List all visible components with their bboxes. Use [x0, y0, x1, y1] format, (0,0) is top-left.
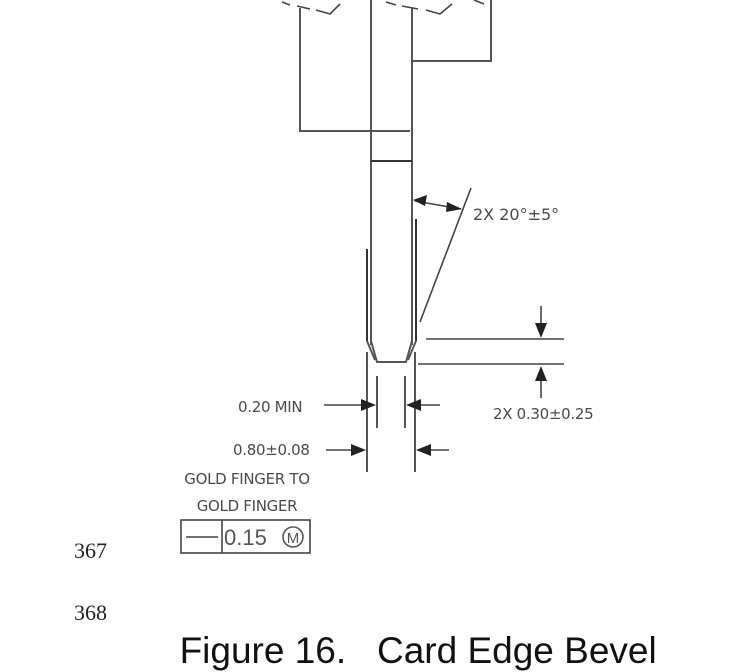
feature-control-frame: 0.15 M [180, 519, 311, 554]
bevel-angle-label: 2X 20°±5° [473, 205, 559, 224]
line-number-367: 367 [74, 538, 107, 563]
figure-title: Card Edge Bevel [377, 630, 657, 671]
card-thickness-label: 0.80±0.08 [233, 441, 310, 459]
gold-finger-note-line2: GOLD FINGER [197, 497, 298, 515]
min-width-label: 0.20 MIN [238, 398, 302, 416]
height-arrow-down [535, 323, 547, 338]
gold-finger-note-line1: GOLD FINGER TO [184, 470, 309, 488]
figure-label: Figure 16. [179, 630, 347, 671]
angle-extension-line [419, 187, 472, 323]
thickness-arrow-left [351, 444, 366, 456]
mmc-modifier-icon [282, 526, 304, 548]
angle-arrow-right [446, 202, 462, 212]
caption-gap [346, 630, 377, 671]
min-arrow-right [406, 399, 421, 411]
line-number-368: 368 [74, 600, 107, 625]
bevel-height-label: 2X 0.30±0.25 [493, 405, 593, 423]
break-lines [281, 0, 485, 15]
fcf-tolerance: 0.15 [224, 525, 267, 550]
figure-caption: Figure 16. Card Edge Bevel [159, 588, 657, 672]
fcf-modifier: M [287, 530, 300, 547]
angle-arrow-left [413, 195, 427, 206]
left-outline [299, 8, 410, 132]
bevel-profile [370, 340, 413, 363]
height-arrow-up [535, 366, 547, 381]
right-outline [412, 0, 492, 62]
thickness-arrow-right [416, 444, 431, 456]
min-arrow-left [361, 399, 376, 411]
